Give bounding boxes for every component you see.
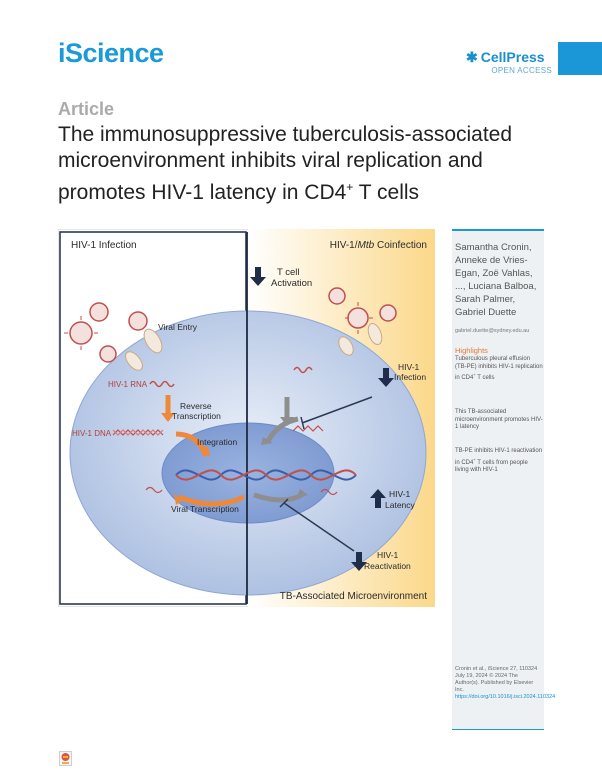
corresponding-email[interactable]: gabriel.duette@sydney.edu.au (455, 328, 530, 334)
infection-label-2: Infection (394, 372, 426, 382)
infection-label-1: HIV-1 (398, 362, 420, 372)
cellpress-mark-icon: ✱ (466, 49, 478, 65)
viral-entry-label: Viral Entry (158, 322, 198, 332)
article-sidebar: Samantha Cronin, Anneke de Vries-Egan, Z… (452, 229, 556, 730)
left-panel-title: HIV-1 Infection (71, 240, 137, 251)
article-type: Article (58, 99, 115, 119)
reactivation-label-2: Reactivation (364, 561, 411, 571)
activation-label: Activation (271, 278, 312, 289)
crossmark-icon[interactable] (59, 751, 72, 766)
latency-label-2: Latency (385, 500, 416, 510)
highlight-item: Tuberculous pleural effusion (TB-PE) inh… (455, 356, 543, 381)
doi-link[interactable]: https://doi.org/10.1016/j.isci.2024.1103… (455, 694, 556, 700)
publisher-name: CellPress (480, 49, 545, 65)
up-arrow-icon (370, 489, 386, 508)
highlights-heading: Highlights (455, 346, 488, 355)
hiv-rna-label: HIV-1 RNA (108, 380, 148, 389)
highlight-item: This TB-associated microenvironment prom… (455, 409, 543, 430)
down-arrow-icon (250, 267, 394, 571)
vesicle-icon (125, 322, 383, 371)
graphical-abstract: HIV-1 Infection HIV-1/Mtb Coinfection T … (58, 229, 435, 607)
reverse-label: Reverse (180, 401, 212, 411)
latency-label-1: HIV-1 (389, 489, 411, 499)
highlight-item: TB-PE inhibits HIV-1 reactivation in CD4… (455, 448, 543, 473)
open-access-label: OPEN ACCESS (491, 66, 552, 75)
journal-logo: iScience (58, 38, 164, 68)
viral-transcription-label: Viral Transcription (171, 504, 239, 514)
publication-date: July 19, 2024 © 2024 The Author(s). Publ… (455, 673, 534, 693)
citation-text: Cronin et al., iScience 27, 110324 (455, 666, 538, 672)
virus-icon (69, 287, 397, 363)
citation-block: Cronin et al., iScience 27, 110324 July … (455, 666, 556, 701)
cellpress-logo[interactable]: ✱CellPress OPEN ACCESS (466, 50, 552, 75)
author-list: Samantha Cronin, Anneke de Vries-Egan, Z… (455, 242, 537, 318)
microenvironment-label: TB-Associated Microenvironment (280, 591, 427, 602)
article-title: The immunosuppressive tuberculosis-assoc… (58, 123, 513, 204)
integration-label: Integration (197, 437, 237, 447)
t-cell-label: T cell (277, 267, 300, 278)
reactivation-label-1: HIV-1 (377, 550, 399, 560)
brand-block (558, 42, 602, 75)
hiv-dna-label: HIV-1 DNA (72, 429, 112, 438)
transcription-label: Transcription (172, 411, 221, 421)
right-panel-title: HIV-1/Mtb Coinfection (330, 240, 427, 251)
